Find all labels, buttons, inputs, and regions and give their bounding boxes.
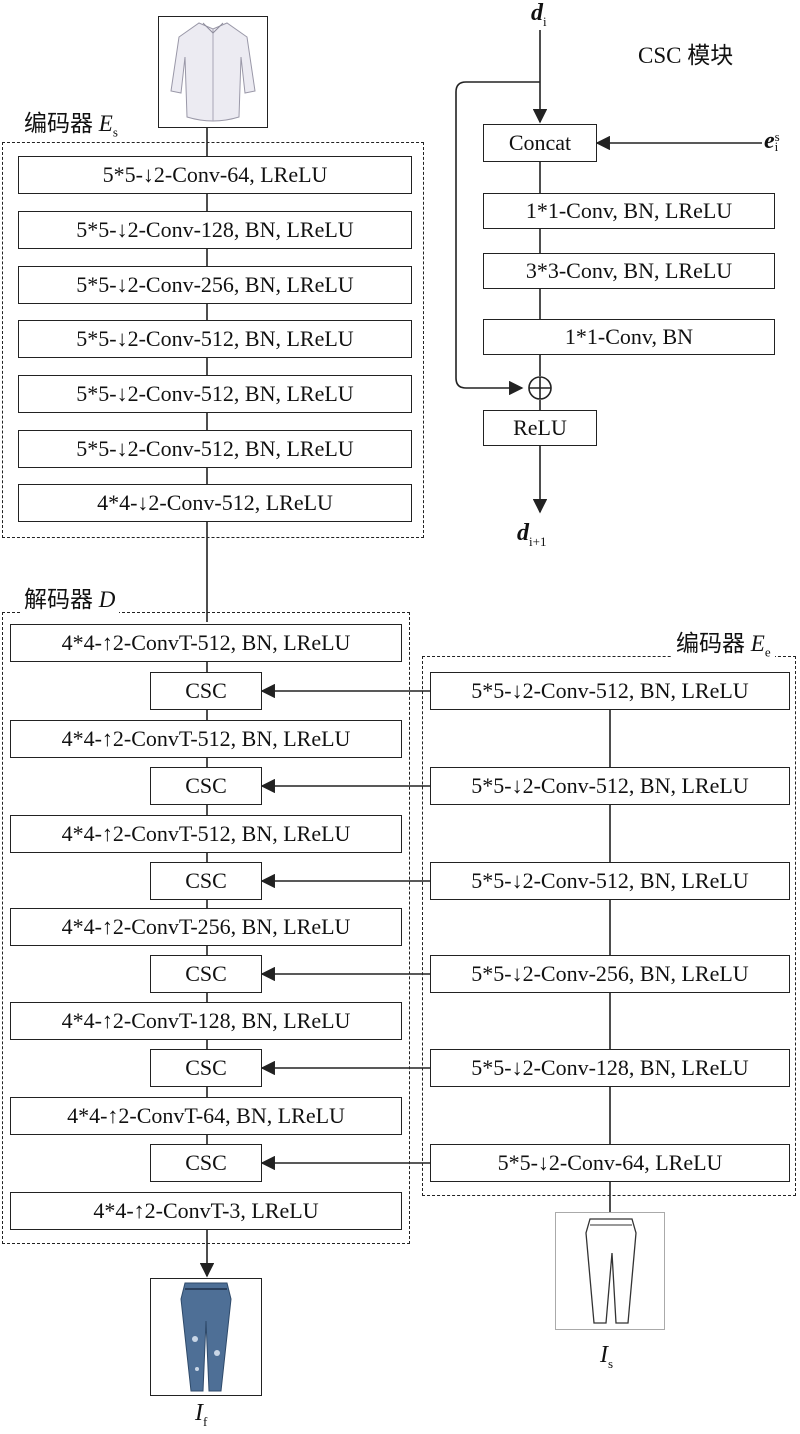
- encoder-e-layer-5: 5*5-↓2-Conv-128, BN, LReLU: [430, 1049, 790, 1087]
- encoder-s-layer-5: 5*5-↓2-Conv-512, BN, LReLU: [18, 375, 412, 413]
- encoder-e-layer-6: 5*5-↓2-Conv-64, LReLU: [430, 1144, 790, 1182]
- csc-relu-block: ReLU: [483, 410, 597, 446]
- decoder-layer-1: 4*4-↑2-ConvT-512, BN, LReLU: [10, 624, 402, 662]
- csc-concat-block: Concat: [483, 124, 597, 162]
- decoder-label: 解码器 D: [20, 580, 120, 614]
- decoder-layer-6: 4*4-↑2-ConvT-64, BN, LReLU: [10, 1097, 402, 1135]
- decoder-container: [2, 612, 410, 1244]
- csc-conv1-block: 1*1-Conv, BN, LReLU: [483, 193, 775, 229]
- sketch-symbol: Is: [600, 1342, 614, 1371]
- encoder-s-layer-7: 4*4-↓2-Conv-512, LReLU: [18, 484, 412, 522]
- csc-conv1-bn-block: 1*1-Conv, BN: [483, 319, 775, 355]
- encoder-e-layer-3: 5*5-↓2-Conv-512, BN, LReLU: [430, 862, 790, 900]
- encoder-e-layer-2: 5*5-↓2-Conv-512, BN, LReLU: [430, 767, 790, 805]
- csc-block-2: CSC: [150, 767, 262, 805]
- csc-output-symbol: di+1: [517, 520, 547, 549]
- encoder-s-label: 编码器 Es: [20, 104, 122, 141]
- output-symbol: If: [195, 1400, 208, 1429]
- input-sketch-image: [555, 1212, 665, 1330]
- encoder-e-layer-4: 5*5-↓2-Conv-256, BN, LReLU: [430, 955, 790, 993]
- decoder-layer-5: 4*4-↑2-ConvT-128, BN, LReLU: [10, 1002, 402, 1040]
- csc-input-symbol: di: [531, 0, 547, 29]
- encoder-s-layer-4: 5*5-↓2-Conv-512, BN, LReLU: [18, 320, 412, 358]
- encoder-e-container: [422, 656, 796, 1196]
- csc-conv3-block: 3*3-Conv, BN, LReLU: [483, 253, 775, 289]
- jeans-icon: [180, 1282, 232, 1392]
- csc-block-3: CSC: [150, 862, 262, 900]
- encoder-s-container: [2, 142, 424, 538]
- encoder-s-layer-3: 5*5-↓2-Conv-256, BN, LReLU: [18, 266, 412, 304]
- encoder-e-label: 编码器 Ee: [672, 624, 775, 661]
- encoder-s-layer-1: 5*5-↓2-Conv-64, LReLU: [18, 156, 412, 194]
- csc-block-5: CSC: [150, 1049, 262, 1087]
- csc-residual-path: [455, 81, 540, 396]
- shirt-icon: [170, 22, 256, 122]
- encoder-s-layer-2: 5*5-↓2-Conv-128, BN, LReLU: [18, 211, 412, 249]
- encoder-s-layer-6: 5*5-↓2-Conv-512, BN, LReLU: [18, 430, 412, 468]
- csc-block-6: CSC: [150, 1144, 262, 1182]
- decoder-layer-3: 4*4-↑2-ConvT-512, BN, LReLU: [10, 815, 402, 853]
- decoder-layer-4: 4*4-↑2-ConvT-256, BN, LReLU: [10, 908, 402, 946]
- csc-module-title: CSC 模块: [634, 36, 738, 70]
- pants-sketch-icon: [585, 1218, 637, 1324]
- csc-block-1: CSC: [150, 672, 262, 710]
- output-jeans-image: [150, 1278, 262, 1396]
- decoder-layer-2: 4*4-↑2-ConvT-512, BN, LReLU: [10, 720, 402, 758]
- input-shirt-image: [158, 16, 268, 128]
- csc-block-4: CSC: [150, 955, 262, 993]
- encoder-e-layer-1: 5*5-↓2-Conv-512, BN, LReLU: [430, 672, 790, 710]
- decoder-layer-7: 4*4-↑2-ConvT-3, LReLU: [10, 1192, 402, 1230]
